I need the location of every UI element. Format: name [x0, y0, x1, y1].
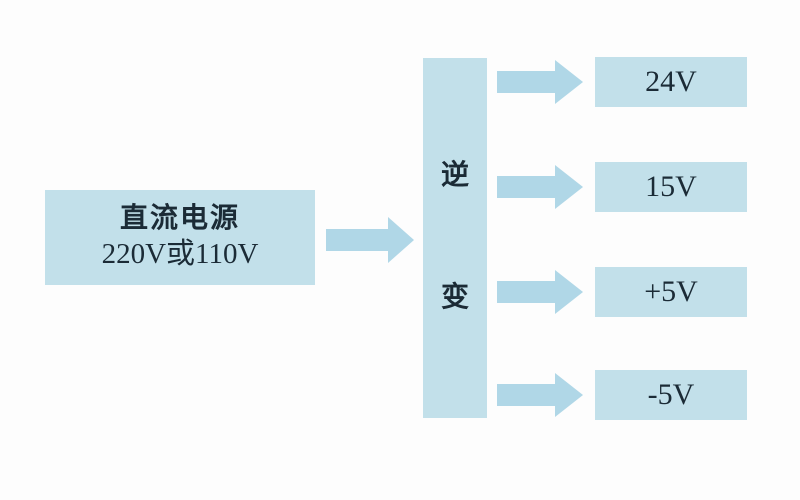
arrow-body	[497, 384, 555, 406]
output-box-15v: 15V	[595, 162, 747, 212]
arrow-body	[497, 71, 555, 93]
source-box: 直流电源 220V或110V	[45, 190, 315, 285]
inverter-label-top: 逆	[440, 160, 469, 191]
output-arrow-minus5v-icon	[497, 373, 584, 417]
output-arrow-15v-icon	[497, 165, 584, 209]
arrow-head	[555, 165, 583, 209]
output-box-plus5v: +5V	[595, 267, 747, 317]
source-label-line1: 直流电源	[119, 203, 240, 235]
output-label: +5V	[644, 275, 698, 308]
main-flow-right-arrow-icon	[326, 217, 414, 263]
output-label: 15V	[645, 170, 697, 203]
inverter-box: 逆 变	[423, 58, 487, 418]
output-label: 24V	[645, 65, 697, 98]
output-label: -5V	[647, 378, 695, 411]
output-box-minus5v: -5V	[595, 370, 747, 420]
inverter-label-bottom: 变	[440, 282, 469, 313]
arrow-head	[388, 217, 414, 263]
output-box-24v: 24V	[595, 57, 747, 107]
arrow-body	[326, 229, 388, 251]
output-arrow-24v-icon	[497, 60, 584, 104]
arrow-head	[555, 270, 583, 314]
arrow-head	[555, 373, 583, 417]
arrow-head	[555, 60, 583, 104]
output-arrow-plus5v-icon	[497, 270, 584, 314]
arrow-body	[497, 281, 555, 303]
arrow-body	[497, 176, 555, 198]
source-label-line2: 220V或110V	[101, 237, 259, 270]
